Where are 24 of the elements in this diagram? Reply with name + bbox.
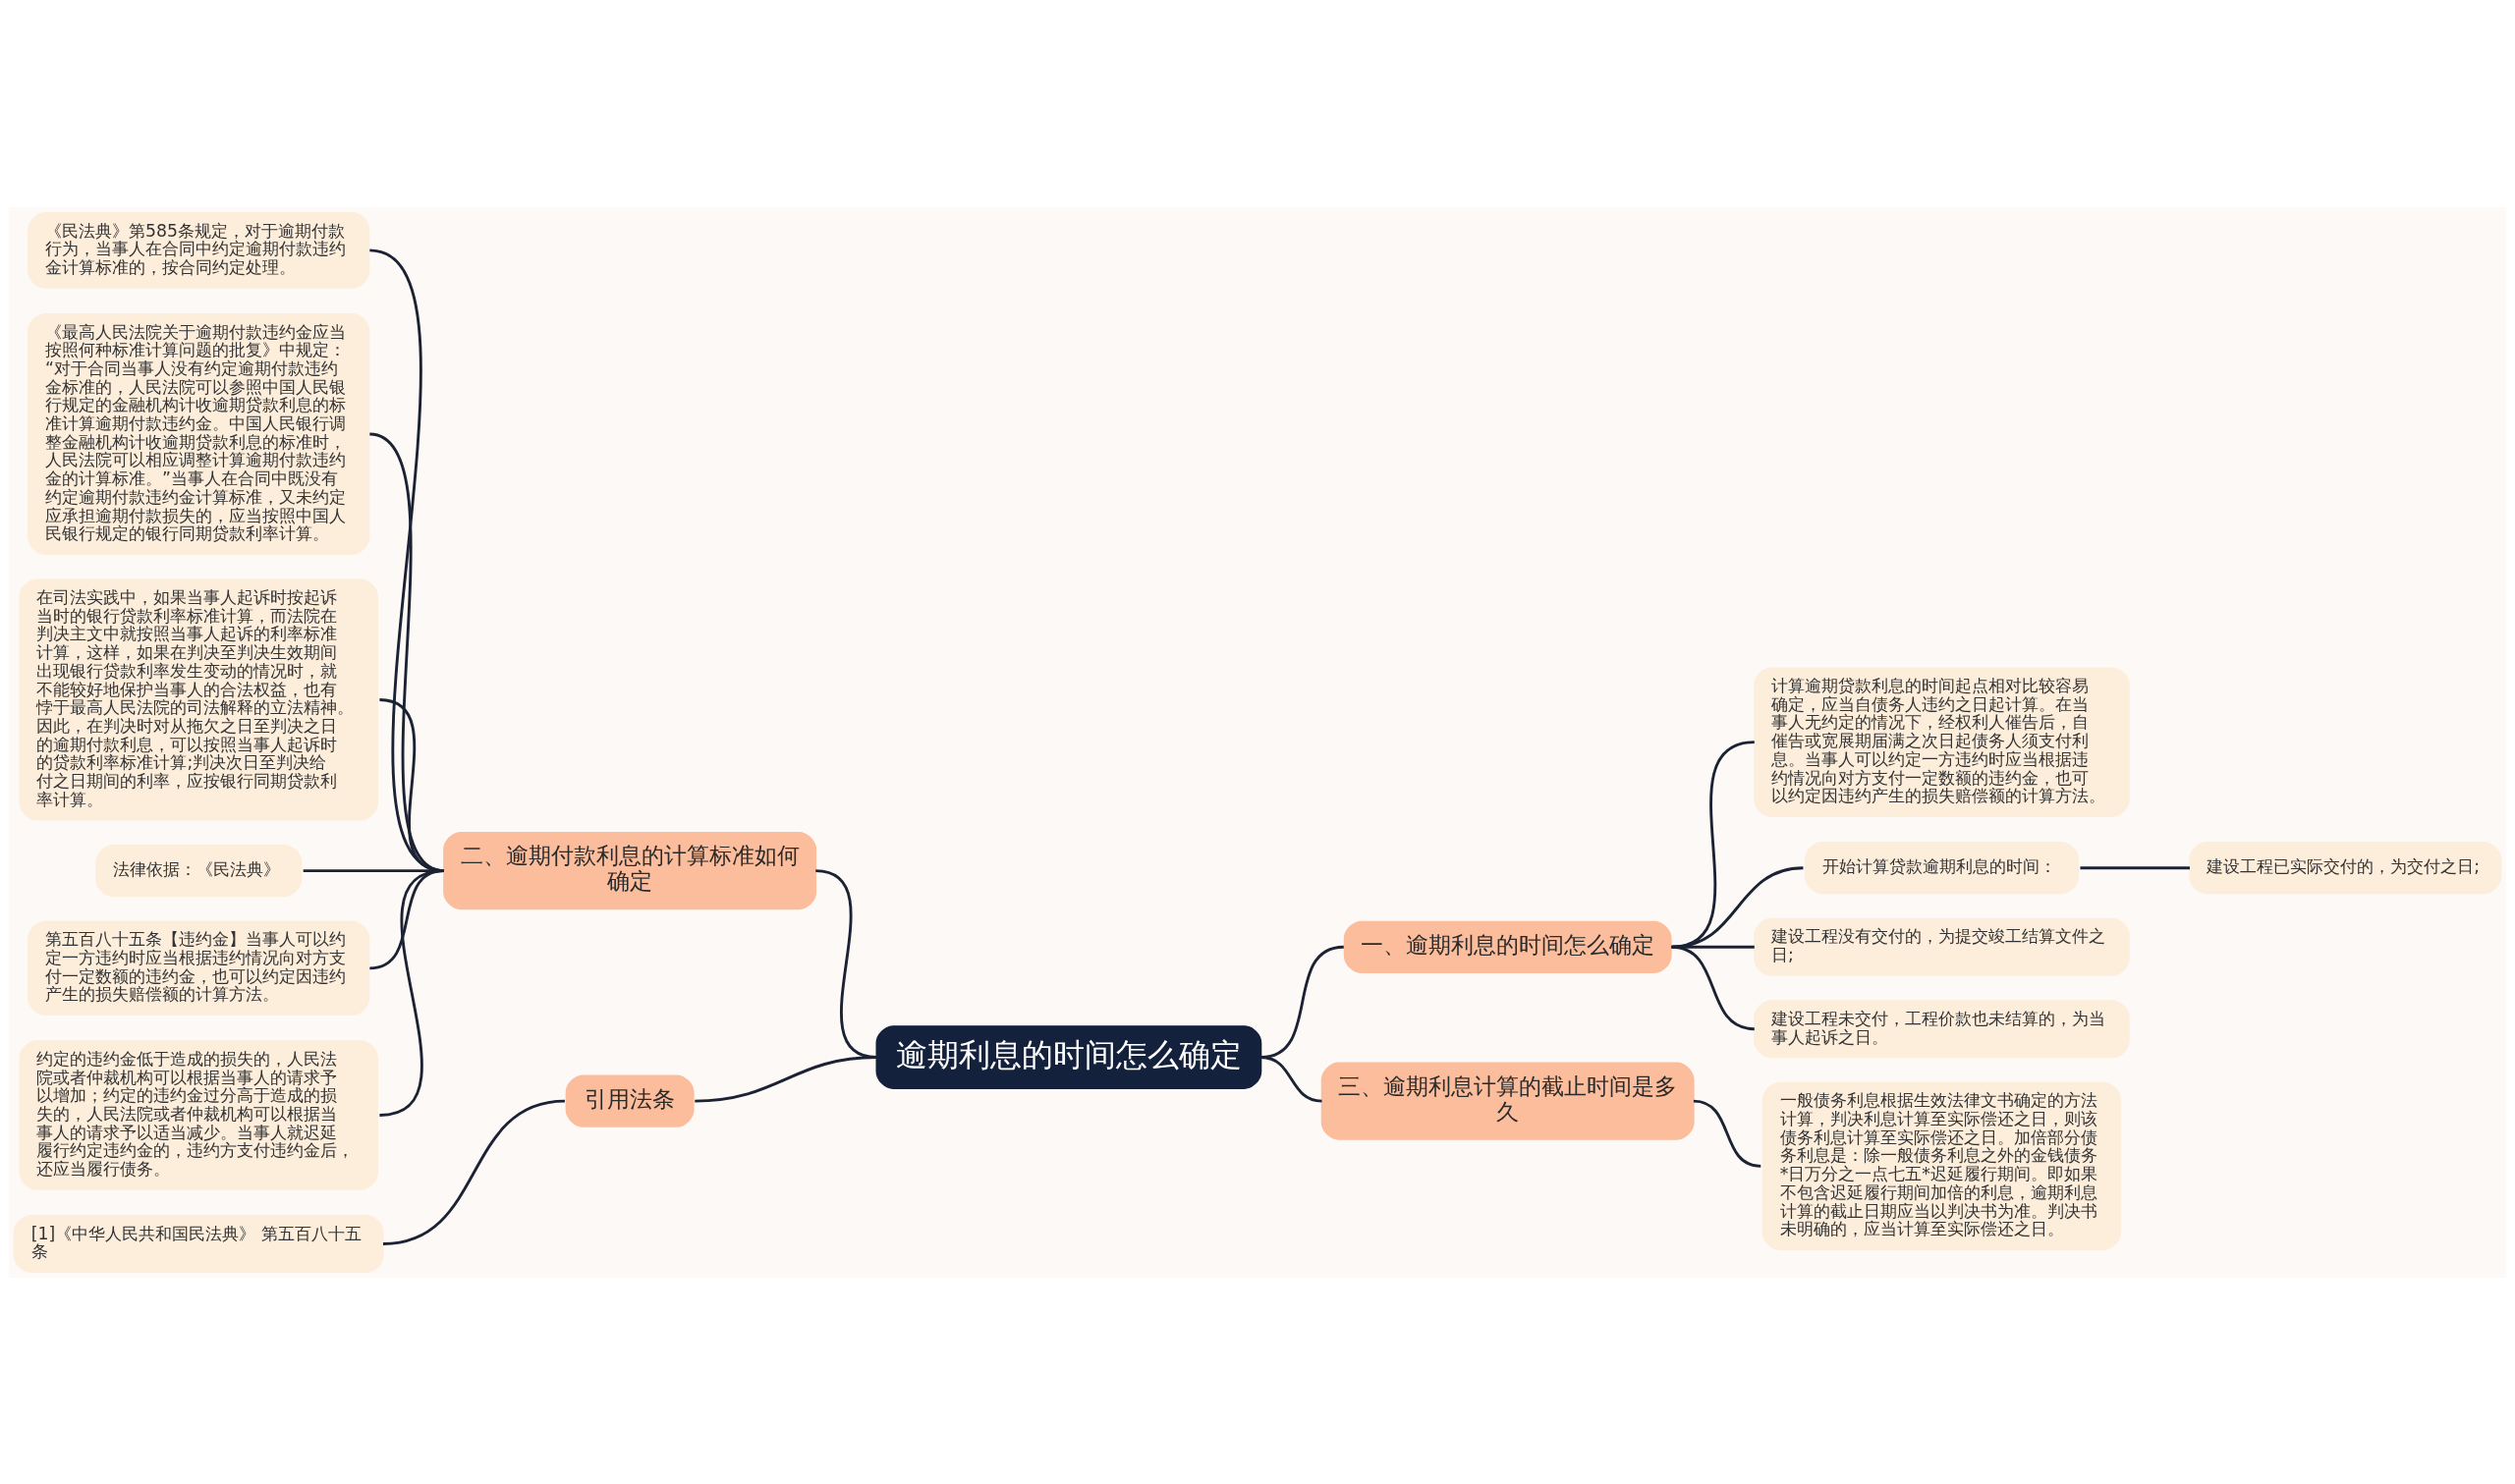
connector bbox=[382, 1099, 566, 1245]
connector bbox=[1671, 945, 1755, 1030]
node-box: 计算逾期贷款利息的时间起点相对比较容易确定，应当自债务人违约之日起计算。在当事人无约定的情况下，经权利人催告后，自催告或宽展期届满之次日起债务人须支付利息。当事人可以约定一方违约时应当根据违约情况向对方支付一定数额的违约金，也可以约定因违约产生的损失赔偿额的计算方法。 bbox=[1754, 666, 2130, 817]
node-box: 建设工程没有交付的，为提交竣工结算文件之日; bbox=[1754, 917, 2130, 976]
node-box: 引用法条 bbox=[565, 1074, 695, 1127]
node-box: 第五百八十五条【违约金】当事人可以约定一方违约时应当根据违约情况向对方支付一定数额的违约金，也可以约定因违约产生的损失赔偿额的计算方法。 bbox=[28, 920, 370, 1016]
node-box: 一般债务利息根据生效法律文书确定的方法计算，判决利息计算至实际偿还之日，则该债务利息计算至实际偿还之日。加倍部分债务利息是：除一般债务利息之外的金钱债务*日万分之一点七五*迟延履行期间。即如果不包含迟延履行期间加倍的利息，逾期利息计算的截止日期应当以判决书为准。判决书未明确的，应当计算至实际偿还之日。 bbox=[1761, 1081, 2122, 1250]
node-box: 《最高人民法院关于逾期付款违约金应当按照何种标准计算问题的批复》中规定：“对于合同当事人没有约定逾期付款违约金标准的，人民法院可以参照中国人民银行规定的金融机构计收逾期贷款利息的标准计算逾期付款违约金。中国人民银行调整金融机构计收逾期贷款利息的标准时，人民法院可以相应调整计算逾期付款违约金的计算标准。”当事人在合同中既没有约定逾期付款违约金计算标准，又未约定应承担逾期付款损失的，应当按照中国人民银行规定的银行同期贷款利率计算。 bbox=[28, 312, 370, 555]
node-box: 三、逾期利息计算的截止时间是多久 bbox=[1320, 1062, 1695, 1140]
node-box: 约定的违约金低于造成的损失的，人民法院或者仲裁机构可以根据当事人的请求予以增加；约定的违约金过分高于造成的损失的，人民法院或者仲裁机构可以根据当事人的请求予以适当减少。当事人就迟延履行约定违约金的，违约方支付违约金后，还应当履行债务。 bbox=[19, 1039, 378, 1190]
connector bbox=[1693, 1099, 1761, 1168]
node-box: 建设工程未交付，工程价款也未结算的，为当事人起诉之日。 bbox=[1754, 999, 2130, 1058]
node-box: 二、逾期付款利息的计算标准如何确定 bbox=[443, 831, 817, 909]
node-box: 建设工程已实际交付的，为交付之日; bbox=[2189, 841, 2502, 894]
node-box: 法律依据：《民法典》 bbox=[95, 844, 303, 897]
node-box: 在司法实践中，如果当事人起诉时按起诉当时的银行贷款利率标准计算，而法院在判决主文中就按照当事人起诉的利率标准计算，这样，如果在判决至判决生效期间出现银行贷款利率发生变动的情况时，就不能较好地保护当事人的合法权益，也有悖于最高人民法院的司法解释的立法精神。因此，在判决时对从拖欠之日至判决之日的逾期付款利息，可以按照当事人起诉时的贷款利率标准计算;判决次日至判决给付之日期间的利率，应按银行同期贷款利率计算。 bbox=[19, 577, 378, 820]
node-box: 《民法典》第585条规定，对于逾期付款行为，当事人在合同中约定逾期付款违约金计算标准的，按合同约定处理。 bbox=[28, 211, 370, 289]
connector bbox=[1260, 1055, 1322, 1103]
connector bbox=[695, 1055, 877, 1103]
node-box: 一、逾期利息的时间怎么确定 bbox=[1343, 920, 1672, 973]
node-box: [1]《中华人民共和国民法典》 第五百八十五条 bbox=[13, 1214, 384, 1273]
node-box: 开始计算贷款逾期利息的时间： bbox=[1804, 841, 2080, 894]
connector bbox=[2080, 865, 2190, 869]
node-box: 逾期利息的时间怎么确定 bbox=[875, 1024, 1262, 1089]
